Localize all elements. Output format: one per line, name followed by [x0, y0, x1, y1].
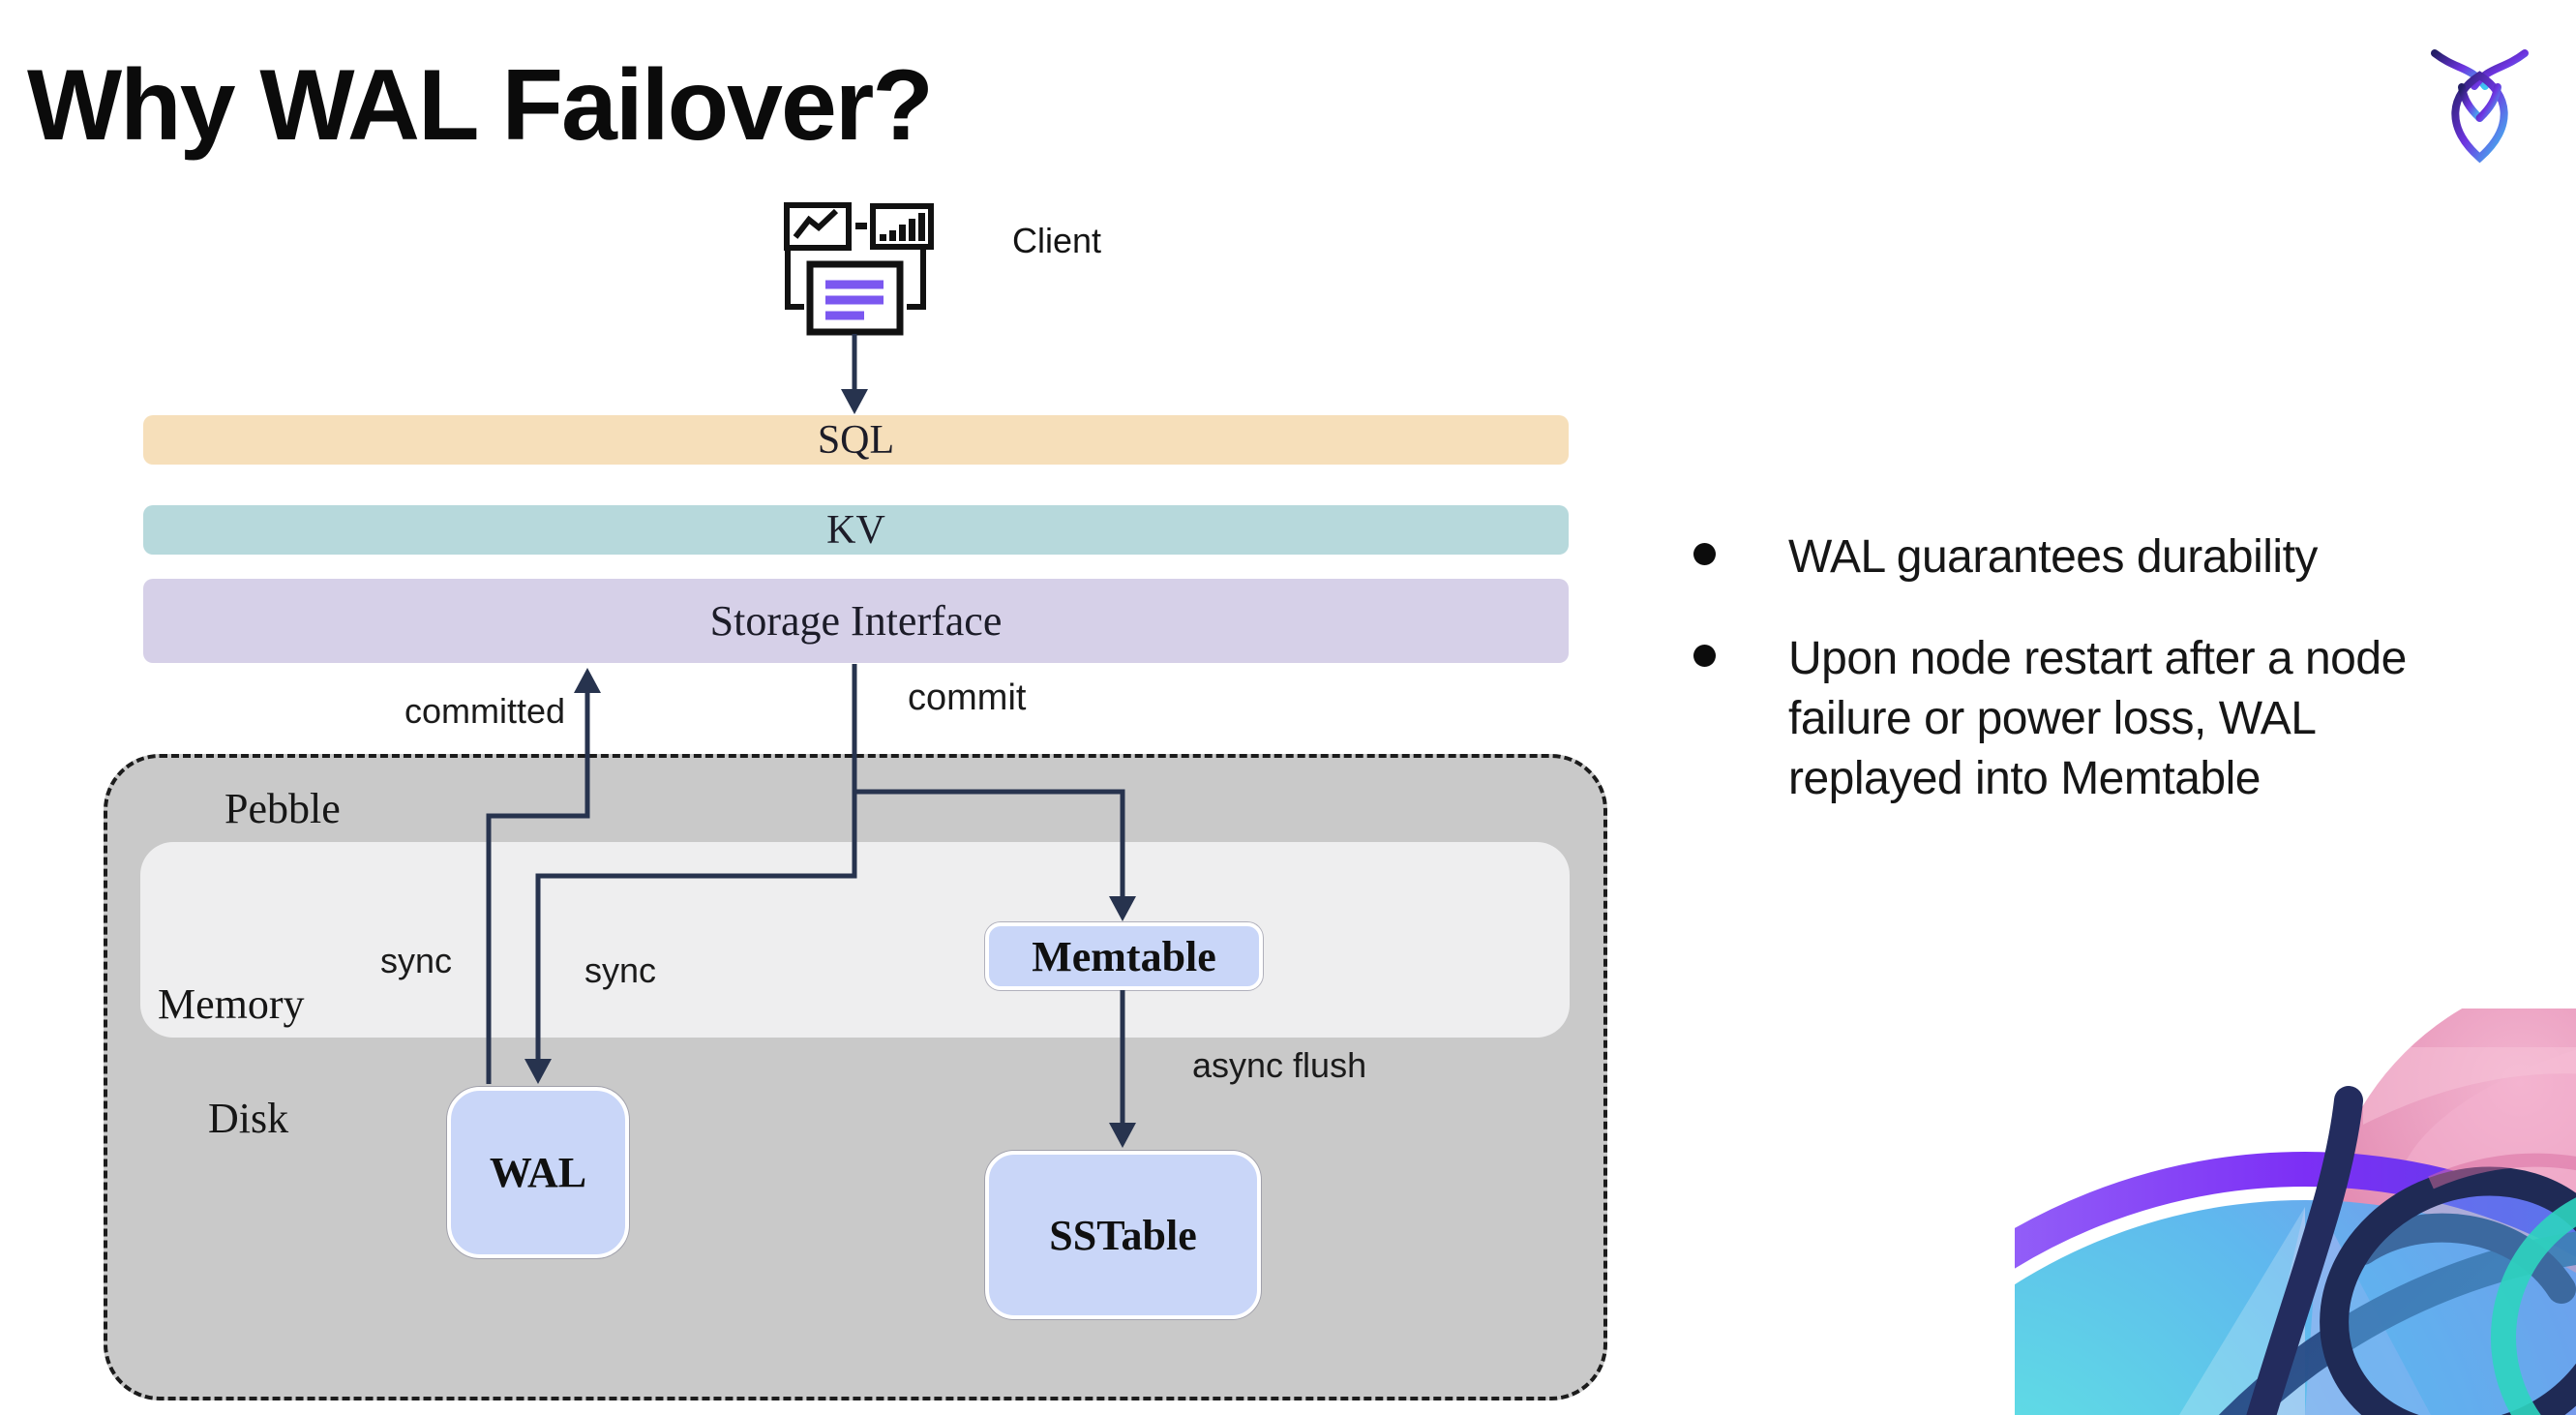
commit-edge-label: commit	[908, 677, 1027, 718]
pebble-label: Pebble	[225, 785, 341, 832]
async-flush-edge-label: async flush	[1192, 1045, 1367, 1085]
client-label: Client	[1012, 221, 1102, 260]
client-icon	[782, 198, 946, 339]
brand-art-graphic	[2015, 1009, 2576, 1415]
wal-node: WAL	[447, 1087, 629, 1258]
memtable-node: Memtable	[985, 922, 1263, 990]
committed-edge-label: committed	[404, 691, 566, 731]
cockroachdb-logo-icon	[2429, 44, 2531, 165]
page-title: Why WAL Failover?	[27, 49, 934, 162]
bullet-dot	[1693, 543, 1716, 565]
memory-label: Memory	[158, 980, 305, 1028]
layer-sql: SQL	[143, 415, 1569, 465]
bullet-text: Upon node restart after a node failure o…	[1788, 633, 2407, 804]
bullet-text: WAL guarantees durability	[1788, 531, 2318, 583]
sstable-node: SSTable	[985, 1151, 1261, 1319]
sync-right-edge-label: sync	[584, 950, 657, 990]
disk-label: Disk	[208, 1095, 289, 1142]
wal-label: WAL	[489, 1149, 587, 1196]
memory-strip	[140, 842, 1570, 1038]
layer-kv-label: KV	[826, 507, 885, 553]
memtable-label: Memtable	[1032, 932, 1216, 980]
layer-storage-label: Storage Interface	[709, 597, 1003, 645]
layer-kv: KV	[143, 505, 1569, 555]
bullet-item: WAL guarantees durability	[1693, 527, 2468, 587]
layer-storage-interface: Storage Interface	[143, 579, 1569, 663]
layer-sql-label: SQL	[817, 417, 895, 463]
sync-left-edge-label: sync	[380, 941, 453, 980]
bullet-item: Upon node restart after a node failure o…	[1693, 629, 2468, 809]
bullet-dot	[1693, 645, 1716, 667]
dash-icon	[855, 223, 867, 229]
sstable-label: SSTable	[1049, 1211, 1197, 1259]
